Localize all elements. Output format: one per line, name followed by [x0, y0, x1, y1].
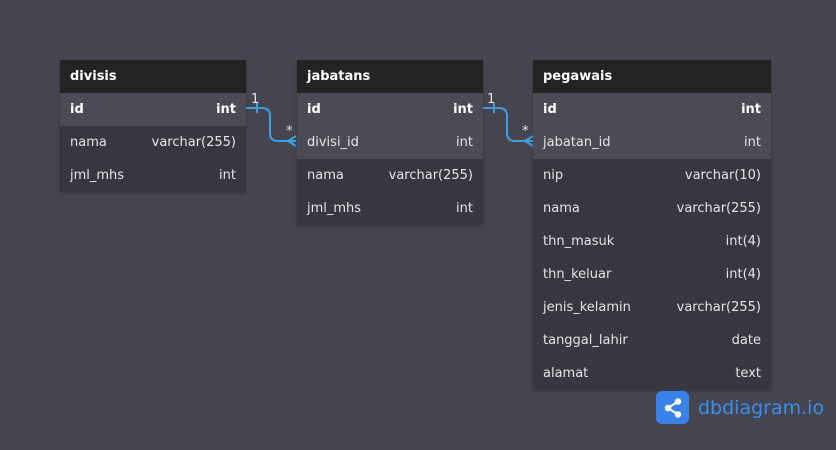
table-field-row[interactable]: alamat text	[533, 357, 771, 390]
field-name: thn_masuk	[543, 234, 615, 249]
field-type: varchar(10)	[684, 168, 761, 183]
table-field-row[interactable]: id int	[533, 93, 771, 126]
table-header[interactable]: jabatans	[297, 60, 483, 93]
table-pegawais[interactable]: pegawais id int jabatan_id int nip varch…	[533, 60, 771, 390]
field-type: int(4)	[725, 234, 761, 249]
field-name: id	[70, 102, 84, 117]
relation-1-to-label: *	[286, 124, 293, 139]
field-type: int	[456, 135, 473, 150]
table-header[interactable]: pegawais	[533, 60, 771, 93]
table-field-row[interactable]: thn_masuk int(4)	[533, 225, 771, 258]
field-type: date	[731, 333, 761, 348]
relation-2-to-label: *	[522, 124, 529, 139]
table-field-row[interactable]: id int	[297, 93, 483, 126]
table-field-row[interactable]: nip varchar(10)	[533, 159, 771, 192]
table-header[interactable]: divisis	[60, 60, 246, 93]
field-name: nama	[543, 201, 580, 216]
field-type: int(4)	[725, 267, 761, 282]
field-type: varchar(255)	[388, 168, 473, 183]
field-name: nama	[70, 135, 107, 150]
table-field-row[interactable]: jml_mhs int	[297, 192, 483, 225]
field-type: text	[735, 366, 761, 381]
table-field-row[interactable]: nama varchar(255)	[60, 126, 246, 159]
field-name: jenis_kelamin	[543, 300, 631, 315]
table-field-row[interactable]: tanggal_lahir date	[533, 324, 771, 357]
field-name: id	[543, 102, 557, 117]
field-type: int	[453, 102, 473, 117]
table-field-row[interactable]: jml_mhs int	[60, 159, 246, 192]
field-name: thn_keluar	[543, 267, 612, 282]
table-field-row[interactable]: nama varchar(255)	[297, 159, 483, 192]
table-field-row[interactable]: divisi_id int	[297, 126, 483, 159]
field-name: tanggal_lahir	[543, 333, 628, 348]
field-name: alamat	[543, 366, 589, 381]
field-type: varchar(255)	[676, 300, 761, 315]
field-name: jml_mhs	[70, 168, 125, 183]
field-type: int	[216, 102, 236, 117]
field-name: jml_mhs	[307, 201, 362, 216]
field-name: nama	[307, 168, 344, 183]
table-field-row[interactable]: nama varchar(255)	[533, 192, 771, 225]
field-name: divisi_id	[307, 135, 359, 150]
share-icon	[656, 391, 689, 424]
field-type: int	[744, 135, 761, 150]
field-type: int	[741, 102, 761, 117]
field-type: varchar(255)	[676, 201, 761, 216]
field-name: id	[307, 102, 321, 117]
table-field-row[interactable]: jabatan_id int	[533, 126, 771, 159]
brand-name-suffix: .io	[801, 396, 825, 419]
brand-name: dbdiagram.io	[698, 397, 824, 419]
brand-name-main: dbdiagram	[698, 396, 802, 419]
table-field-row[interactable]: jenis_kelamin varchar(255)	[533, 291, 771, 324]
field-name: jabatan_id	[543, 135, 611, 150]
table-field-row[interactable]: thn_keluar int(4)	[533, 258, 771, 291]
table-jabatans[interactable]: jabatans id int divisi_id int nama varch…	[297, 60, 483, 225]
table-divisis[interactable]: divisis id int nama varchar(255) jml_mhs…	[60, 60, 246, 192]
field-type: varchar(255)	[151, 135, 236, 150]
dbdiagram-logo[interactable]: dbdiagram.io	[656, 391, 824, 424]
relation-2-from-label: 1	[487, 92, 496, 107]
table-field-row[interactable]: id int	[60, 93, 246, 126]
field-type: int	[219, 168, 236, 183]
relation-1-from-label: 1	[251, 92, 260, 107]
field-name: nip	[543, 168, 564, 183]
field-type: int	[456, 201, 473, 216]
